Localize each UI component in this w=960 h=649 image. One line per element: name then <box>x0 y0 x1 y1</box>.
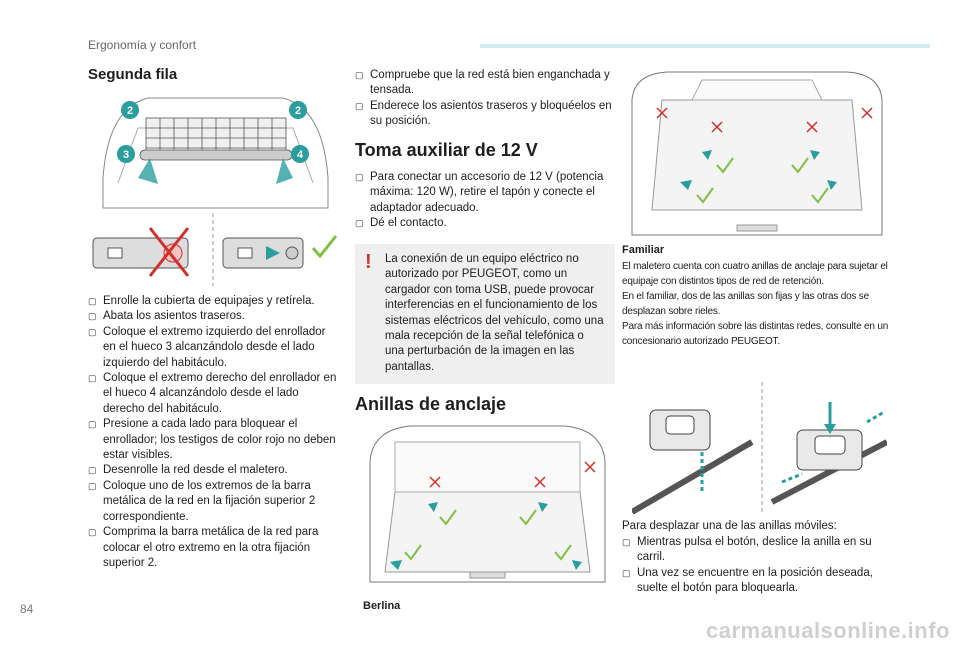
familiar-description: El maletero cuenta con cuatro anillas de… <box>622 259 892 349</box>
page-number: 84 <box>20 602 34 616</box>
list-item: Dé el contacto. <box>355 216 615 232</box>
berlina-caption: Berlina <box>363 600 401 612</box>
familiar-illustration <box>631 71 883 236</box>
list-item: Compruebe que la red está bien enganchad… <box>355 68 615 99</box>
svg-text:2: 2 <box>295 105 301 117</box>
list-item: Abata los asientos traseros. <box>88 309 338 325</box>
anilla-fija-detail <box>632 409 754 514</box>
detail-left <box>92 227 190 277</box>
callout-2-left: 2 <box>121 101 139 119</box>
list-item: Mientras pulsa el botón, deslice la anil… <box>622 535 892 566</box>
net-check-steps: Compruebe que la red está bien enganchad… <box>355 68 615 130</box>
list-item: Comprima la barra metálica de la red par… <box>88 525 338 571</box>
callout-3: 3 <box>117 145 135 163</box>
berlina-illustration <box>369 425 606 583</box>
list-item: Presione a cada lado para bloquear el en… <box>88 417 338 463</box>
list-item: Desenrolle la red desde el maletero. <box>88 463 338 479</box>
header-accent-bar <box>480 44 930 48</box>
paragraph: En el familiar, dos de las anillas son f… <box>622 291 869 317</box>
list-item: Una vez se encuentre en la posición dese… <box>622 566 892 597</box>
list-item: Enrolle la cubierta de equipajes y retír… <box>88 294 338 310</box>
segunda-fila-steps: Enrolle la cubierta de equipajes y retír… <box>88 294 338 571</box>
toma-steps: Para conectar un accesorio de 12 V (pote… <box>355 170 615 232</box>
list-item: Coloque el extremo izquierdo del enrolla… <box>88 325 338 371</box>
anilla-movil-illustration <box>632 382 887 514</box>
anillas-heading: Anillas de anclaje <box>355 394 507 414</box>
warning-text: La conexión de un equipo eléctrico no au… <box>385 253 604 373</box>
callout-2-right: 2 <box>289 101 307 119</box>
section-header: Ergonomía y confort <box>88 38 197 52</box>
list-item: Coloque uno de los extremos de la barra … <box>88 479 338 525</box>
callout-4: 4 <box>291 145 309 163</box>
moviles-steps: Mientras pulsa el botón, deslice la anil… <box>622 535 892 597</box>
list-item: Coloque el extremo derecho del enrollado… <box>88 371 338 417</box>
anilla-movil-detail <box>770 402 887 505</box>
paragraph: Para más información sobre las distintas… <box>622 321 889 347</box>
warning-box: ! La conexión de un equipo eléctrico no … <box>355 244 615 384</box>
segunda-fila-heading: Segunda fila <box>88 66 178 83</box>
list-item: Enderece los asientos traseros y bloquée… <box>355 99 615 130</box>
list-item: Para conectar un accesorio de 12 V (pote… <box>355 170 615 216</box>
familiar-title: Familiar <box>622 244 665 256</box>
detail-right <box>222 235 338 269</box>
moviles-intro: Para desplazar una de las anillas móvile… <box>622 520 837 532</box>
segunda-fila-illustration: 2 2 3 4 <box>88 88 343 288</box>
svg-text:2: 2 <box>127 105 133 117</box>
svg-text:4: 4 <box>297 149 304 161</box>
svg-text:3: 3 <box>123 149 129 161</box>
paragraph: El maletero cuenta con cuatro anillas de… <box>622 261 888 287</box>
watermark: carmanualsonline.info <box>706 618 950 643</box>
toma-heading: Toma auxiliar de 12 V <box>355 140 538 160</box>
warning-icon: ! <box>365 251 372 273</box>
